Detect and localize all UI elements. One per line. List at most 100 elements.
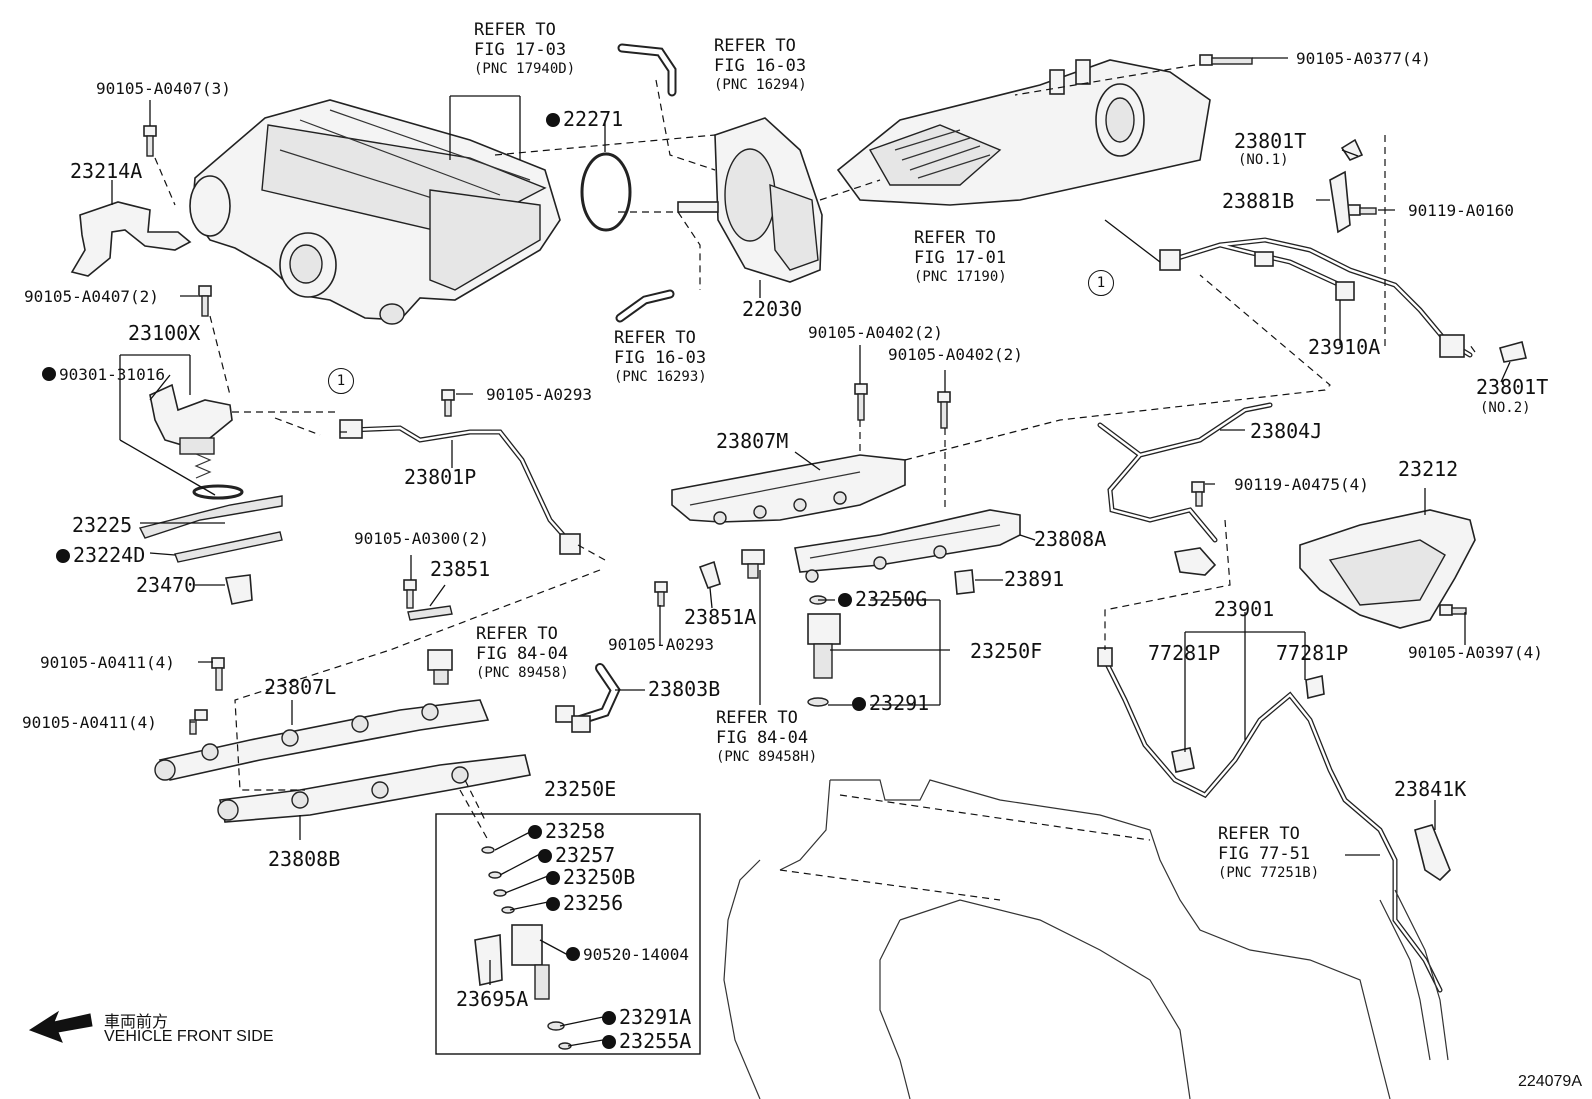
- new-part-dot: [602, 1035, 616, 1049]
- label-23851[interactable]: 23851: [430, 557, 491, 581]
- sensor-89458: [427, 649, 453, 685]
- label-22271[interactable]: 22271: [546, 108, 623, 130]
- refer-fig-16-03-16293[interactable]: REFER TO FIG 16-03 (PNC 16293): [614, 328, 707, 386]
- hose-77251b: [1379, 889, 1449, 1061]
- label-23801t-no2[interactable]: 23801T: [1476, 375, 1549, 399]
- front-label-jp: 車両前方: [104, 1014, 169, 1031]
- label-23256[interactable]: 23256: [546, 892, 623, 914]
- label-23803b[interactable]: 23803B: [648, 677, 721, 701]
- refer-line2: FIG 16-03: [714, 56, 807, 76]
- bracket-23841k: [1414, 824, 1451, 882]
- label-23801t-no1-note: (NO.1): [1238, 152, 1289, 168]
- label-23801p[interactable]: 23801P: [404, 465, 477, 489]
- label-23257-text: 23257: [555, 843, 616, 867]
- label-23901[interactable]: 23901: [1214, 597, 1275, 621]
- delivery-pipe-23808a: [794, 509, 1021, 583]
- label-90105-a0377-4[interactable]: 90105-A0377(4): [1296, 49, 1431, 68]
- refer-line3: (PNC 17940D): [474, 61, 576, 77]
- new-part-dot: [602, 1011, 616, 1025]
- refer-line2: FIG 84-04: [716, 728, 809, 748]
- refer-fig-17-01[interactable]: REFER TO FIG 17-01 (PNC 17190): [914, 228, 1007, 286]
- kit-box-23250e: [435, 813, 701, 1055]
- label-23801t-no1[interactable]: 23801T: [1234, 129, 1307, 153]
- label-22271-text: 22271: [563, 107, 624, 131]
- refer-fig-17-03[interactable]: REFER TO FIG 17-03 (PNC 17940D): [474, 20, 575, 78]
- label-23841k[interactable]: 23841K: [1394, 777, 1467, 801]
- label-23291a[interactable]: 23291A: [602, 1006, 691, 1028]
- label-23257[interactable]: 23257: [538, 844, 615, 866]
- label-22030[interactable]: 22030: [742, 297, 803, 321]
- label-77281p-b[interactable]: 77281P: [1276, 641, 1349, 665]
- refer-fig-84-04-89458h[interactable]: REFER TO FIG 84-04 (PNC 89458H): [716, 708, 817, 766]
- label-90105-a0411-4-b[interactable]: 90105-A0411(4): [22, 713, 157, 732]
- label-90105-a0300-2[interactable]: 90105-A0300(2): [354, 529, 489, 548]
- label-23212[interactable]: 23212: [1398, 457, 1459, 481]
- label-23214a[interactable]: 23214A: [70, 159, 143, 183]
- label-90105-a0407-3[interactable]: 90105-A0407(3): [96, 79, 231, 98]
- label-90301-31016[interactable]: 90301-31016: [42, 366, 165, 384]
- refer-line1: REFER TO: [716, 708, 798, 728]
- label-23224d-text: 23224D: [73, 543, 146, 567]
- label-23910a[interactable]: 23910A: [1308, 335, 1381, 359]
- label-90105-a0402-2-b[interactable]: 90105-A0402(2): [888, 345, 1023, 364]
- refer-line2: FIG 84-04: [476, 644, 569, 664]
- figure-number: 224079A: [1517, 1073, 1582, 1090]
- label-77281p-a[interactable]: 77281P: [1148, 641, 1221, 665]
- label-90105-a0402-2-a[interactable]: 90105-A0402(2): [808, 323, 943, 342]
- new-part-dot: [56, 549, 70, 563]
- refer-line2: FIG 16-03: [614, 348, 707, 368]
- front-label-en: VEHICLE FRONT SIDE: [104, 1028, 274, 1045]
- new-part-dot: [566, 947, 580, 961]
- connection-marker-a: 1: [1088, 270, 1114, 296]
- refer-fig-84-04-89458[interactable]: REFER TO FIG 84-04 (PNC 89458): [476, 624, 569, 682]
- label-23250b[interactable]: 23250B: [546, 866, 635, 888]
- label-23250g[interactable]: 23250G: [838, 588, 927, 610]
- label-90105-a0293-b[interactable]: 90105-A0293: [608, 635, 714, 654]
- label-23100x[interactable]: 23100X: [128, 321, 201, 345]
- label-90119-a0475-4[interactable]: 90119-A0475(4): [1234, 475, 1369, 494]
- label-23258[interactable]: 23258: [528, 820, 605, 842]
- label-23807m[interactable]: 23807M: [716, 429, 789, 453]
- clip-23801t-2: [1499, 341, 1527, 363]
- label-23255a-text: 23255A: [619, 1029, 692, 1053]
- connection-marker-b: 1: [328, 368, 354, 394]
- new-part-dot: [546, 897, 560, 911]
- label-23891[interactable]: 23891: [1004, 567, 1065, 591]
- refer-fig-77-51[interactable]: REFER TO FIG 77-51 (PNC 77251B): [1218, 824, 1319, 882]
- engine-outline: [723, 779, 1391, 1099]
- label-23470[interactable]: 23470: [136, 573, 197, 597]
- refer-line1: REFER TO: [914, 228, 996, 248]
- refer-line3: (PNC 17190): [914, 269, 1007, 285]
- label-23695a[interactable]: 23695A: [456, 987, 529, 1011]
- label-23225[interactable]: 23225: [72, 513, 133, 537]
- refer-line3: (PNC 89458): [476, 665, 569, 681]
- label-90105-a0397-4[interactable]: 90105-A0397(4): [1408, 643, 1543, 662]
- label-90105-a0411-4-a[interactable]: 90105-A0411(4): [40, 653, 175, 672]
- label-90520-14004[interactable]: 90520-14004: [566, 946, 689, 964]
- new-part-dot: [538, 849, 552, 863]
- label-23808a[interactable]: 23808A: [1034, 527, 1107, 551]
- refer-line1: REFER TO: [476, 624, 558, 644]
- label-23291[interactable]: 23291: [852, 692, 929, 714]
- label-23851a[interactable]: 23851A: [684, 605, 757, 629]
- new-part-dot: [838, 593, 852, 607]
- label-23255a[interactable]: 23255A: [602, 1030, 691, 1052]
- label-23881b[interactable]: 23881B: [1222, 189, 1295, 213]
- refer-line3: (PNC 16294): [714, 77, 807, 93]
- clip-23801t-1: [1340, 138, 1364, 161]
- label-90105-a0407-2[interactable]: 90105-A0407(2): [24, 287, 159, 306]
- label-23807l[interactable]: 23807L: [264, 675, 337, 699]
- label-90119-a0160[interactable]: 90119-A0160: [1408, 201, 1514, 220]
- label-23808b[interactable]: 23808B: [268, 847, 341, 871]
- label-23256-text: 23256: [563, 891, 624, 915]
- refer-line2: FIG 17-03: [474, 40, 567, 60]
- refer-fig-16-03-16294[interactable]: REFER TO FIG 16-03 (PNC 16294): [714, 36, 807, 94]
- label-90105-a0293-a[interactable]: 90105-A0293: [486, 385, 592, 404]
- delivery-pipe-23807m: [671, 454, 906, 525]
- label-23250e[interactable]: 23250E: [544, 777, 617, 801]
- label-23804j[interactable]: 23804J: [1250, 419, 1323, 443]
- label-23250f[interactable]: 23250F: [970, 639, 1043, 663]
- refer-line2: FIG 77-51: [1218, 844, 1311, 864]
- label-23224d[interactable]: 23224D: [56, 544, 145, 566]
